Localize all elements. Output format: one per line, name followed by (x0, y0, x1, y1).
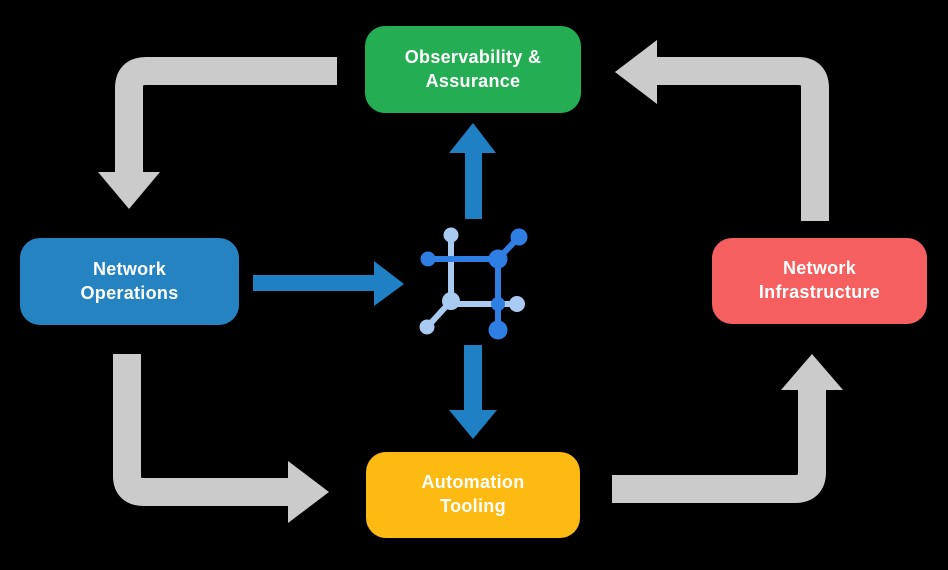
icon-node-top-right-outer (510, 228, 528, 246)
arrow-head-up (781, 354, 843, 390)
icon-node-left (420, 251, 436, 267)
icon-node-right (509, 296, 525, 312)
node-label-line: Network (782, 258, 857, 279)
arrow-head-right (374, 261, 404, 306)
icon-node-bottom-left-corner (442, 292, 460, 310)
icon-node-bottom-left-outer (419, 319, 435, 335)
node-label-line: Network (92, 258, 167, 279)
icon-node-bottom (488, 320, 508, 340)
cycle-arrow-automation-to-infrastructure (612, 354, 843, 503)
node-automation-tooling: Automation Tooling (366, 452, 580, 538)
flow-arrow-operations-to-center (253, 261, 404, 306)
node-label-line: Operations (80, 282, 179, 303)
arrow-head-down (449, 410, 497, 439)
arrow-shaft (656, 57, 829, 221)
arrow-shaft (253, 275, 375, 291)
network-fabric-icon (419, 227, 528, 340)
node-label-line: Assurance (425, 70, 521, 91)
cycle-arrow-infrastructure-to-observability (615, 40, 829, 221)
flow-arrow-center-to-automation (449, 345, 497, 439)
icon-node-top (443, 227, 459, 243)
node-observability-assurance: Observability & Assurance (365, 26, 581, 113)
arrow-shaft (465, 152, 482, 219)
cycle-arrow-operations-to-automation (113, 354, 329, 523)
arrow-shaft (612, 389, 826, 503)
node-label-line: Automation (421, 472, 525, 493)
flow-arrow-center-to-observability (449, 123, 496, 219)
arrow-head-right (288, 461, 329, 523)
arrow-head-left (615, 40, 657, 104)
arrow-shaft (115, 57, 337, 174)
node-label-line: Observability & (404, 46, 542, 67)
node-label-line: Infrastructure (758, 282, 881, 302)
node-label-line: Tooling (440, 496, 506, 516)
icon-node-top-right-corner (488, 249, 508, 269)
icon-node-bottom-right-corner (491, 297, 505, 311)
arrow-head-down (98, 172, 160, 209)
node-network-operations: Network Operations (20, 238, 239, 325)
cycle-arrow-observability-to-operations (98, 57, 337, 209)
node-network-infrastructure: Network Infrastructure (712, 238, 927, 324)
arrow-shaft (464, 345, 482, 411)
arrow-head-up (449, 123, 496, 153)
arrow-shaft (113, 354, 290, 506)
